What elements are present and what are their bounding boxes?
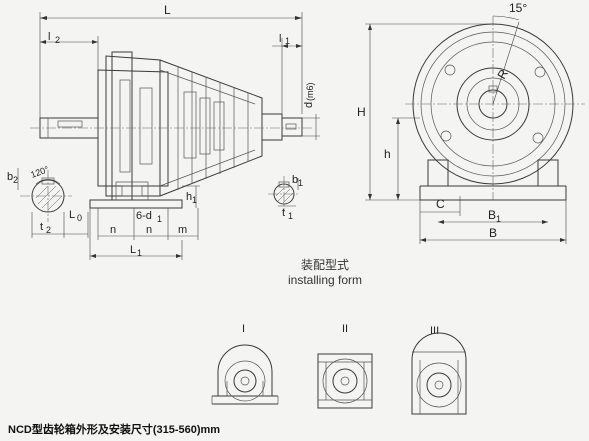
dim-b2: b	[7, 171, 13, 183]
dim-l2-sub: 2	[55, 35, 60, 45]
front-dimensions: 15° R H h C B 1 B	[357, 1, 567, 244]
dim-m: m	[178, 224, 187, 236]
dim-angle-120: 120°	[29, 164, 50, 180]
dim-b2-sub: 2	[13, 175, 18, 185]
dim-B1-sub: 1	[496, 214, 501, 224]
installing-form-title: 装配型式 installing form	[250, 258, 400, 288]
side-view	[30, 51, 312, 209]
install-type-I: I	[242, 323, 245, 335]
dim-n-1: n	[110, 224, 116, 236]
dim-l2: l	[48, 31, 50, 43]
dim-C: C	[436, 197, 445, 211]
install-form-II: II	[317, 323, 373, 409]
figure-caption: NCD型齿轮箱外形及安装尺寸(315-560)mm	[8, 424, 221, 436]
dim-b1: b	[292, 174, 298, 186]
dim-B: B	[489, 226, 497, 240]
dim-H: H	[357, 105, 366, 119]
dim-h1-sub: 1	[192, 195, 197, 205]
dim-l1: l	[279, 33, 281, 45]
side-dimensions: L l 2 l 1 d (m6) n n m 6-d 1	[39, 3, 320, 260]
input-shaft-section: 120° b 2 t 2 L 0	[7, 164, 89, 238]
dim-d: d	[303, 102, 315, 108]
installing-form-title-zh: 装配型式	[300, 258, 349, 272]
dim-6-d1-sub: 1	[157, 214, 162, 224]
install-type-II: II	[342, 323, 348, 335]
installing-form-title-en: installing form	[287, 273, 363, 287]
install-form-I: I	[211, 323, 279, 405]
dim-l1-sub: 1	[285, 36, 290, 46]
install-form-III: III	[411, 325, 467, 415]
dim-n-2: n	[146, 224, 152, 236]
dim-L1-sub: 1	[137, 248, 142, 258]
dim-h1: h	[186, 191, 192, 203]
dim-h: h	[384, 147, 391, 161]
dim-b1-sub: 1	[298, 178, 303, 188]
dim-angle-15: 15°	[509, 1, 527, 15]
dim-t2-sub: 2	[46, 225, 51, 235]
output-shaft-section: b 1 t 1	[268, 174, 303, 221]
dim-L0: L	[69, 209, 75, 221]
dim-L: L	[164, 3, 171, 17]
dim-t1-sub: 1	[288, 211, 293, 221]
install-type-III: III	[430, 325, 439, 337]
dim-t1: t	[282, 207, 285, 219]
dim-L1: L	[130, 244, 136, 256]
dim-d-sub: (m6)	[305, 83, 315, 102]
dim-6-d1: 6-d	[136, 210, 152, 222]
dim-L0-sub: 0	[77, 213, 82, 223]
front-view	[405, 15, 585, 201]
dim-t2: t	[40, 221, 43, 233]
dim-B1: B	[488, 208, 496, 222]
